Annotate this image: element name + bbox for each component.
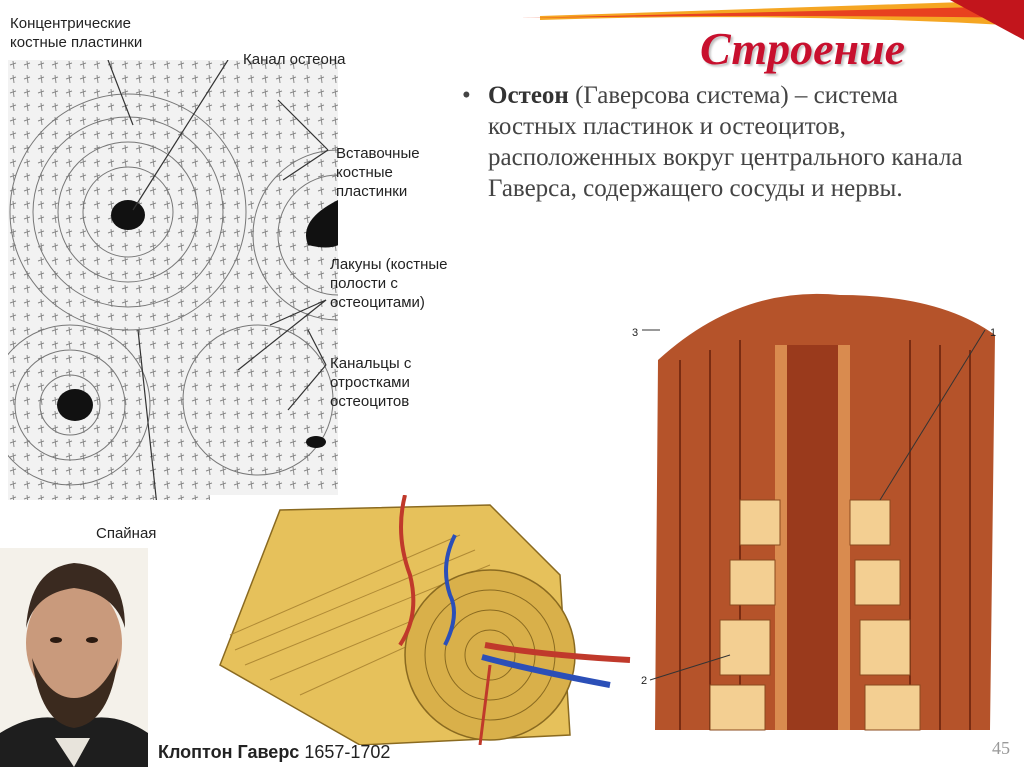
osteon-3d-red-cutaway [640,290,1005,750]
page-number: 45 [992,738,1010,758]
bullet-text: Остеон (Гаверсова система) – система кос… [488,80,982,204]
slide-title: Строение [700,23,906,74]
header-decoration [520,0,1024,40]
portrait-caption: Клоптон Гаверс 1657-1702 [158,742,390,763]
osteon-histology-diagram [8,60,338,500]
figure-number-1: 1 [990,327,997,339]
figure-number-2: 2 [641,675,648,687]
osteon-3d-yellow-illustration [210,495,640,745]
definition-bullet: • Остеон (Гаверсова система) – система к… [462,80,982,204]
term-osteon: Остеон [488,82,569,109]
portrait-years: 1657-1702 [299,742,391,762]
bullet-dot-icon: • [462,82,471,109]
label-osteon-canal: Канал остеона [243,51,346,68]
definition-end: . [896,175,903,202]
portrait-clopton-havers [0,548,148,767]
definition-text: (Гаверсова система) – система костных пл… [488,82,963,202]
figure-number-3: 3 [632,327,639,339]
portrait-name: Клоптон Гаверс [158,742,300,762]
